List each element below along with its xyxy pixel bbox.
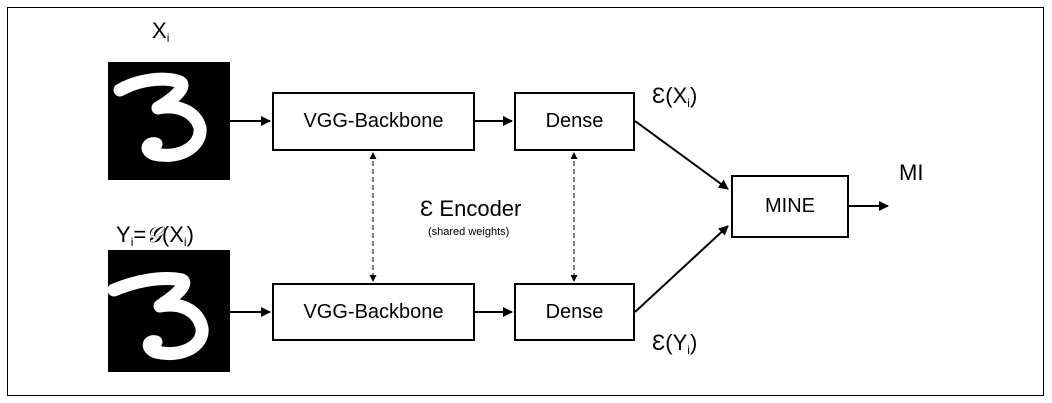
- encoded-x-subscript: i: [687, 96, 690, 110]
- dense-bottom-label: Dense: [545, 300, 604, 323]
- digit-three-top: [113, 72, 207, 162]
- encoder-subtitle: (shared weights): [428, 226, 510, 238]
- vgg-backbone-bottom: VGG-Backbone: [272, 283, 475, 341]
- diagram-frame: [7, 7, 1044, 396]
- encoded-x-suffix: ): [689, 83, 698, 108]
- encoder-label: Ɛ Encoder: [420, 196, 521, 222]
- vgg-backbone-top: VGG-Backbone: [272, 92, 475, 151]
- input-image-x: [108, 62, 230, 180]
- digit-three-bottom: [108, 271, 209, 360]
- input-x-subscript: i: [166, 31, 170, 45]
- input-image-y: [108, 250, 230, 372]
- vgg-backbone-top-label: VGG-Backbone: [303, 110, 444, 132]
- dense-top-label: Dense: [545, 110, 604, 132]
- encoded-x-prefix: Ɛ(X: [652, 83, 688, 108]
- mi-label: MI: [899, 160, 924, 185]
- generator-symbol: 𝒢: [146, 222, 162, 247]
- input-y-x-subscript: i: [183, 235, 187, 249]
- mine-label: MINE: [765, 195, 815, 217]
- input-y-label: Yi=𝒢(Xi): [116, 222, 194, 249]
- mine-block: MINE: [731, 175, 849, 238]
- encoder-title: Encoder: [439, 196, 522, 221]
- input-x-label: Xi: [152, 18, 169, 45]
- encoder-symbol: Ɛ: [420, 196, 434, 221]
- encoded-y-label: Ɛ(Yi): [652, 330, 697, 357]
- input-y-subscript: i: [130, 235, 134, 249]
- input-y-open: (X: [161, 222, 184, 247]
- input-y-symbol: Y: [116, 222, 131, 247]
- encoded-x-label: Ɛ(Xi): [652, 83, 697, 110]
- dense-bottom: Dense: [514, 283, 635, 341]
- arrow-dense-bottom-to-mine: [634, 225, 729, 313]
- dense-top: Dense: [514, 92, 635, 151]
- arrow-dense-top-to-mine: [634, 120, 729, 190]
- vgg-backbone-bottom-label: VGG-Backbone: [303, 300, 444, 323]
- input-y-close: ): [186, 222, 194, 247]
- input-x-symbol: X: [152, 18, 167, 43]
- encoded-y-prefix: Ɛ(Y: [652, 330, 688, 355]
- encoded-y-subscript: i: [687, 343, 690, 357]
- input-y-equals: =: [133, 222, 147, 247]
- encoded-y-suffix: ): [689, 330, 698, 355]
